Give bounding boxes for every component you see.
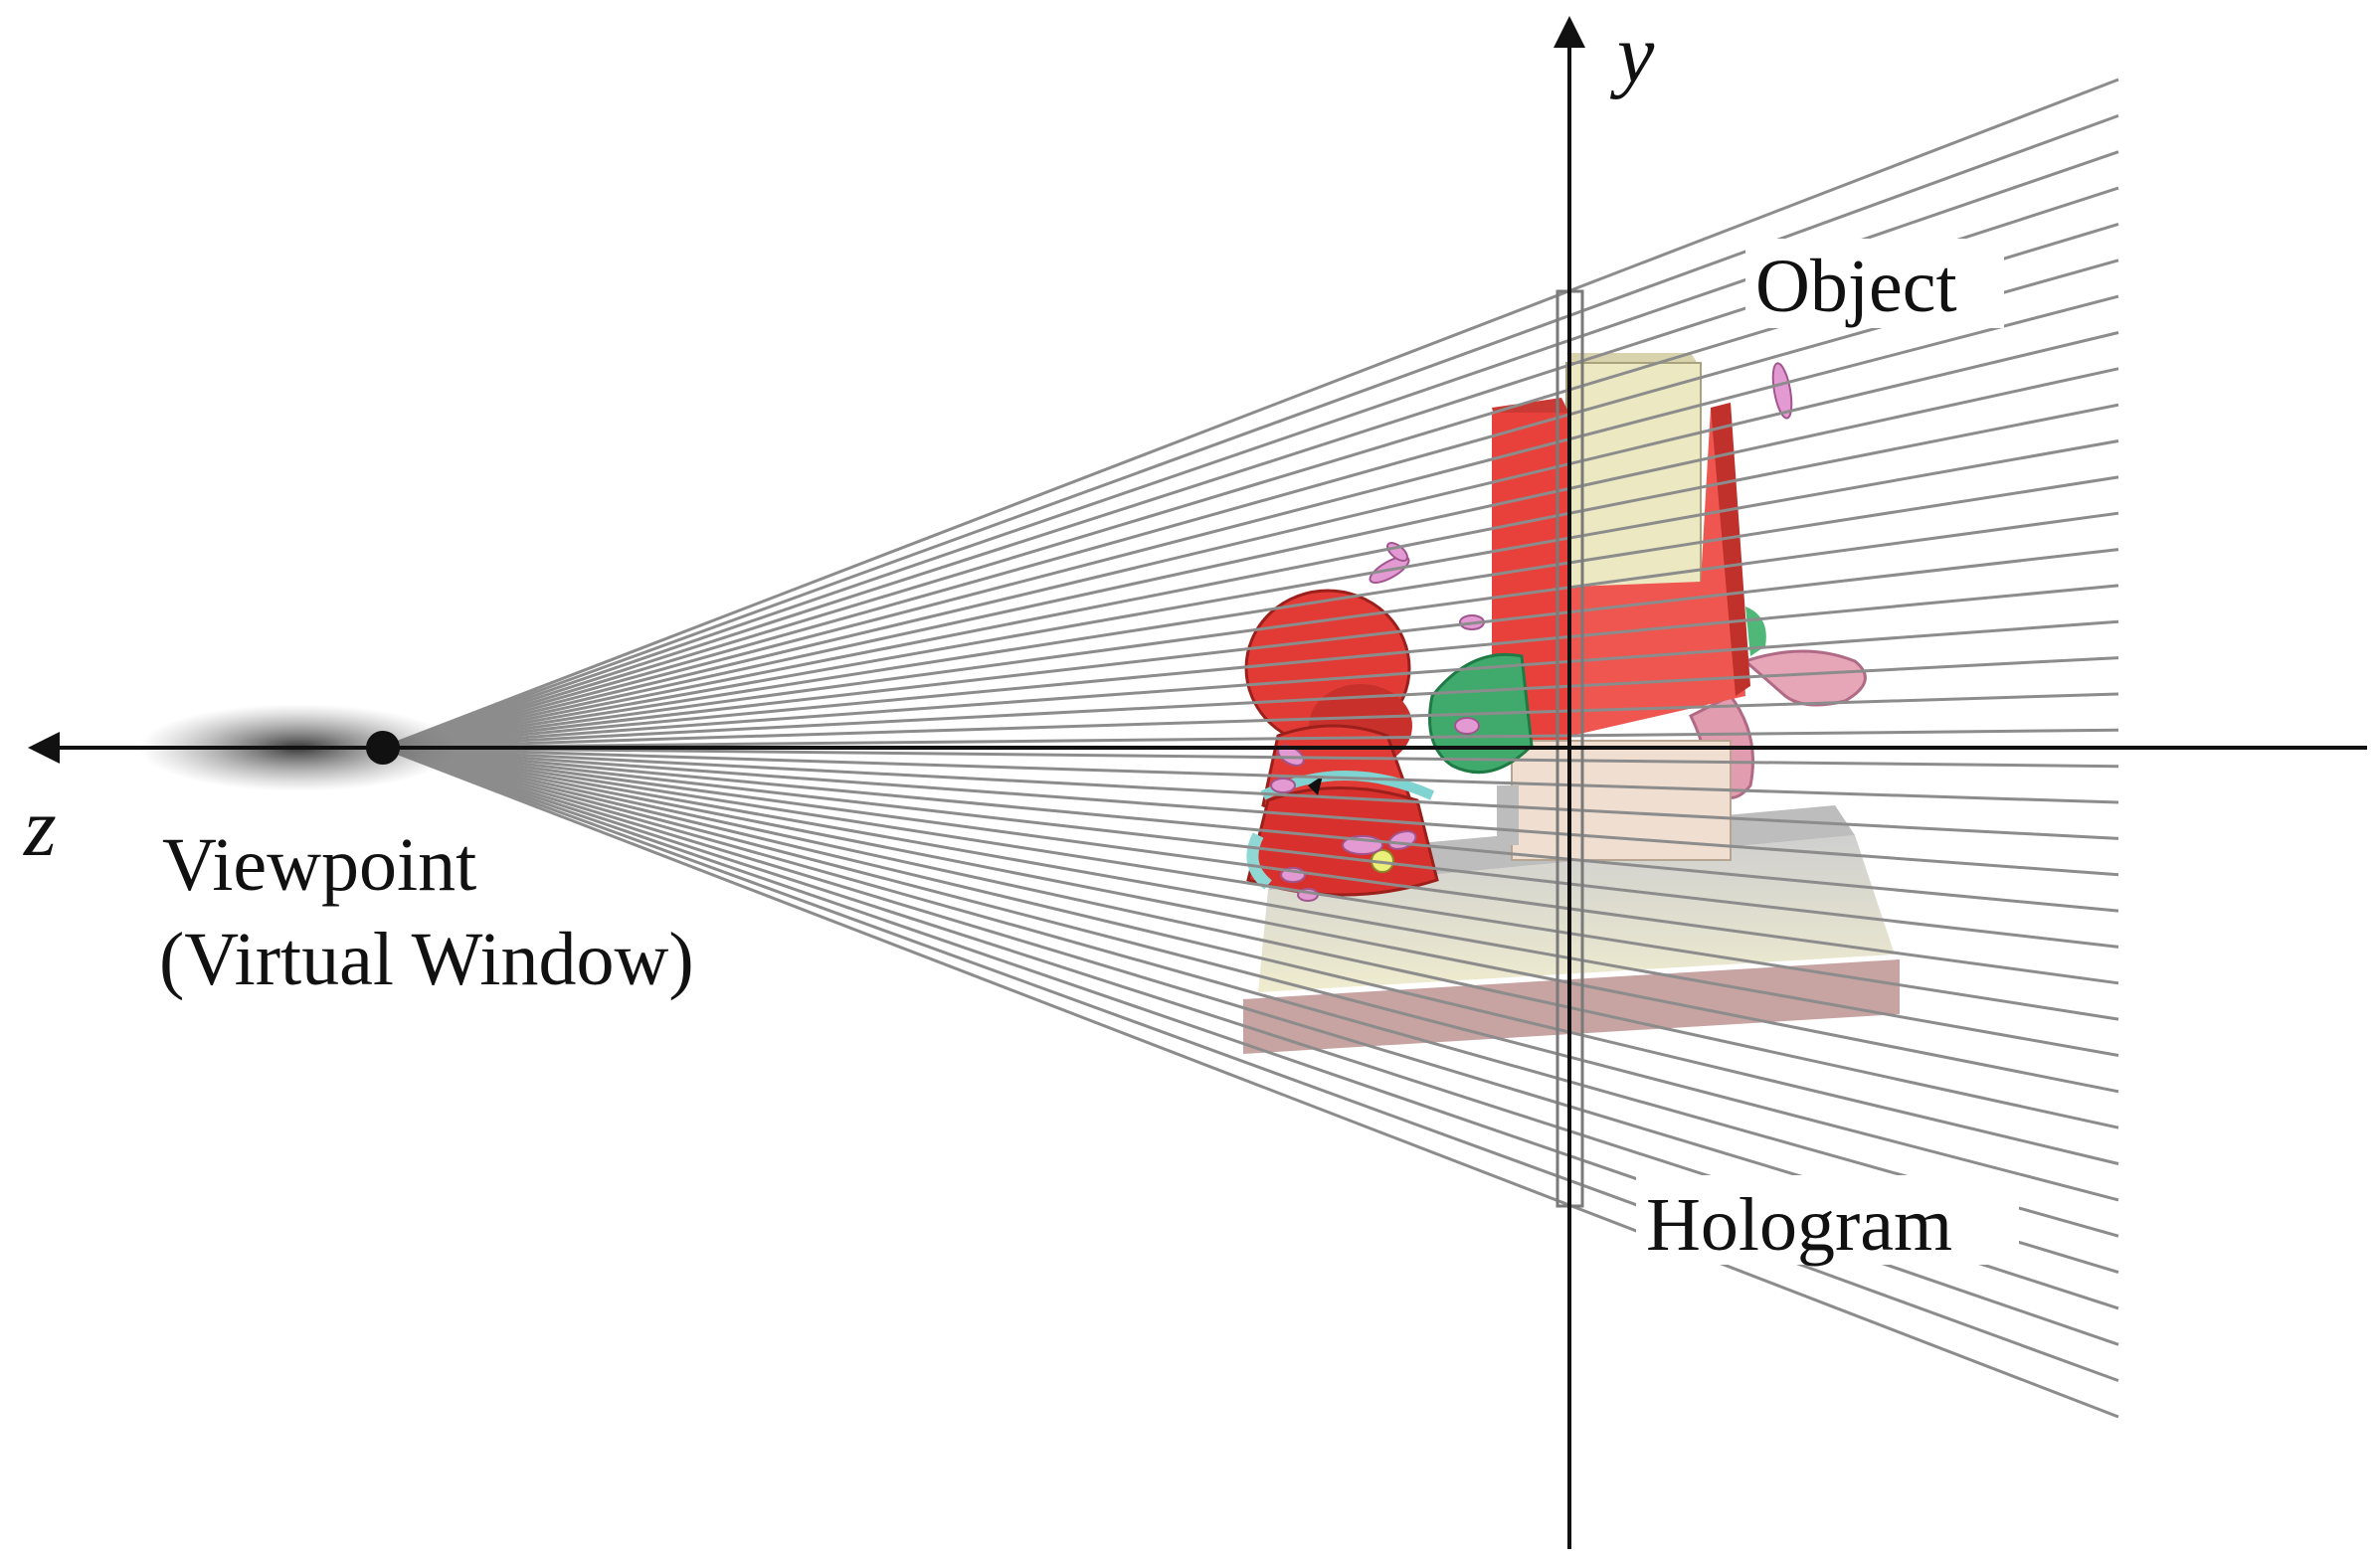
ray-line xyxy=(382,746,2119,804)
ray-line xyxy=(382,259,2119,750)
ray-line xyxy=(382,584,2119,750)
virtual-window-label: (Virtual Window) xyxy=(159,918,694,1001)
ray-line xyxy=(382,113,2119,750)
ray-line xyxy=(382,692,2119,750)
ray-line xyxy=(382,439,2119,750)
ray-line xyxy=(382,746,2119,1165)
ray-line xyxy=(382,746,2119,1129)
ray-line xyxy=(382,746,2119,840)
y-axis-label: y xyxy=(1609,8,1655,100)
ray-line xyxy=(382,746,2119,949)
ray-line xyxy=(382,746,2119,913)
object-label-text: Object xyxy=(1755,245,1957,328)
ray-line xyxy=(382,367,2119,750)
ray-line xyxy=(382,78,2119,750)
ray-line xyxy=(382,403,2119,750)
viewpoint-dot xyxy=(366,731,400,765)
hologram-label: Hologram xyxy=(1636,1175,2019,1267)
viewpoint-label: Viewpoint xyxy=(162,823,476,907)
ray-line xyxy=(382,728,2119,750)
ray-line xyxy=(382,746,2119,1094)
ray-line xyxy=(382,475,2119,750)
ray-line xyxy=(382,746,2119,1057)
ray-line xyxy=(382,746,2119,985)
ray-line xyxy=(382,746,2119,1419)
ray-line xyxy=(382,331,2119,750)
object-label: Object xyxy=(1745,239,2004,328)
ray-line xyxy=(382,511,2119,750)
ray-line xyxy=(382,294,2119,750)
ray-line xyxy=(382,746,2119,1202)
ray-line xyxy=(382,656,2119,750)
ray-line xyxy=(382,746,2119,1238)
ray-line xyxy=(382,548,2119,750)
ray-line xyxy=(382,746,2119,877)
ray-line xyxy=(382,619,2119,750)
ray-line xyxy=(382,746,2119,769)
z-axis-label: z xyxy=(23,781,57,874)
ray-line xyxy=(382,746,2119,1021)
hologram-label-text: Hologram xyxy=(1646,1183,1952,1267)
ray-line xyxy=(382,746,2119,1383)
